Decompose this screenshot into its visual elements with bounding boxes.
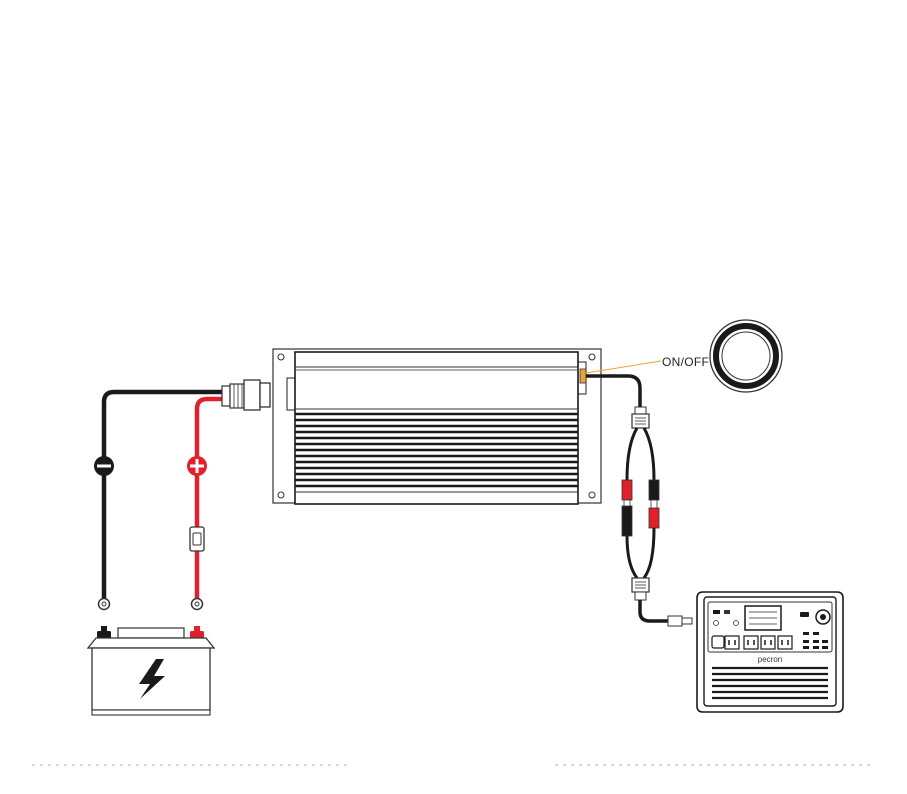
negative-wire bbox=[104, 392, 226, 598]
switch-knob-icon bbox=[710, 320, 782, 392]
on-off-switch-icon bbox=[580, 369, 586, 383]
heatsink-fins bbox=[295, 414, 578, 486]
portable-power-station: pecron bbox=[697, 592, 843, 712]
dc-input-connector bbox=[222, 380, 270, 410]
positive-ring-terminal bbox=[192, 599, 203, 610]
car-battery bbox=[88, 626, 214, 715]
negative-ring-terminal bbox=[99, 599, 110, 610]
switch-label: ON/OFF bbox=[662, 355, 709, 369]
dc-charger-unit bbox=[273, 349, 601, 504]
output-cable bbox=[586, 376, 692, 626]
station-brand-label: pecron bbox=[758, 655, 782, 664]
negative-marker-icon bbox=[94, 456, 114, 476]
positive-marker-icon bbox=[187, 456, 207, 476]
positive-wire bbox=[197, 399, 226, 598]
inline-fuse-icon bbox=[190, 527, 204, 551]
